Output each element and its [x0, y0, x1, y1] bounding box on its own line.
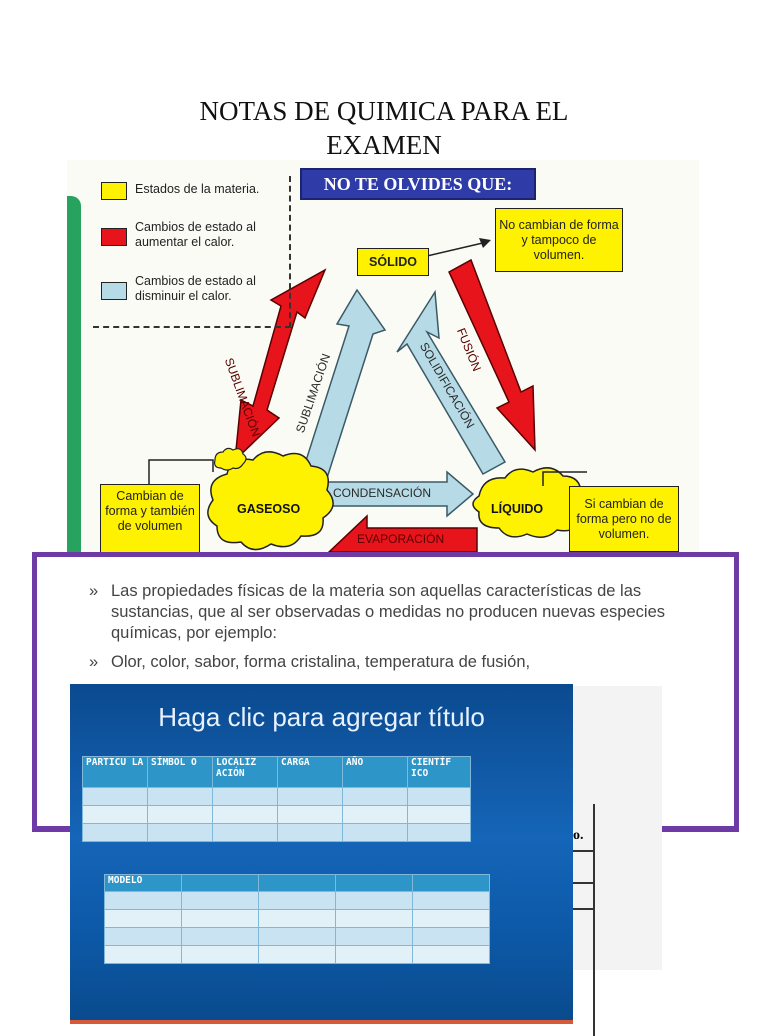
page-title: NOTAS DE QUIMICA PARA EL EXAMEN [0, 94, 768, 162]
slide-bottom-bar [70, 1020, 573, 1024]
states-of-matter-diagram: Estados de la materia. Cambios de estado… [67, 160, 699, 552]
table-row [82, 805, 471, 824]
table-row [104, 927, 490, 946]
legend-item-heat-up: Cambios de estado al aumentar el calor. [101, 220, 271, 250]
model-table: MODELO [104, 874, 490, 964]
fragment-line [573, 882, 593, 884]
header-cell: LOCALIZ ACIÓN [212, 756, 278, 788]
diagram-legend: Estados de la materia. Cambios de estado… [93, 176, 291, 328]
legend-swatch-red [101, 228, 127, 246]
state-solido: SÓLIDO [357, 248, 429, 276]
table-row [104, 909, 490, 928]
table-row [104, 945, 490, 964]
bullet-text-1: Las propiedades físicas de la materia so… [111, 582, 666, 642]
fragment-line [573, 850, 593, 852]
legend-text-states: Estados de la materia. [135, 182, 260, 196]
connector-liquid-note [542, 471, 587, 486]
legend-text-cool-down: Cambios de estado al disminuir el calor. [135, 274, 256, 303]
legend-item-cool-down: Cambios de estado al disminuir el calor. [101, 274, 271, 304]
table-header-row: PARTICU LA SÍMBOL O LOCALIZ ACIÓN CARGA … [82, 756, 471, 788]
bullet-mark: » [89, 582, 99, 600]
header-cell: PARTICU LA [82, 756, 148, 788]
header-cell: CARGA [277, 756, 343, 788]
diagram-arrows [148, 238, 589, 552]
page-title-line-1: NOTAS DE QUIMICA PARA EL [199, 96, 569, 126]
state-gaseoso: GASEOSO [237, 502, 301, 516]
header-cell [412, 874, 490, 892]
note-solid: No cambian de forma y tampoco de volumen… [495, 208, 623, 272]
note-liquid: Si cambian de forma pero no de volumen. [569, 486, 679, 552]
bullet-item-2: » Olor, color, sabor, forma cristalina, … [89, 652, 699, 673]
state-liquido: LÍQUIDO [491, 502, 544, 516]
reminder-banner: NO TE OLVIDES QUE: [300, 168, 536, 200]
bullet-text-2: Olor, color, sabor, forma cristalina, te… [111, 653, 531, 671]
bullet-mark: » [89, 653, 99, 671]
slide-title-placeholder[interactable]: Haga clic para agregar título [158, 702, 485, 732]
arrow-condensacion [324, 470, 475, 518]
table-row [104, 891, 490, 910]
particle-table: PARTICU LA SÍMBOL O LOCALIZ ACIÓN CARGA … [82, 756, 471, 842]
legend-text-heat-up: Cambios de estado al aumentar el calor. [135, 220, 256, 249]
fragment-border [573, 804, 595, 1036]
small-cloud [214, 447, 247, 471]
particle-table-slide: Haga clic para agregar título PARTICU LA… [70, 684, 573, 1024]
header-cell: MODELO [104, 874, 182, 892]
legend-swatch-blue [101, 282, 127, 300]
arrow-evaporacion [327, 514, 478, 552]
header-cell: AÑO [342, 756, 408, 788]
table-header-row: MODELO [104, 874, 490, 892]
fragment-text: o. [573, 828, 584, 843]
connector-gas-note [148, 459, 214, 484]
header-cell [181, 874, 259, 892]
fragment-line [573, 908, 593, 910]
legend-swatch-yellow [101, 182, 127, 200]
arrow-solidificacion [396, 289, 507, 476]
green-side-bar [67, 196, 81, 552]
table-row [82, 823, 471, 842]
cloud-gaseoso [207, 451, 334, 551]
legend-item-states: Estados de la materia. [101, 182, 259, 200]
header-cell: SÍMBOL O [147, 756, 213, 788]
header-cell: CIENTÍF ICO [407, 756, 471, 788]
connector-solid-note [426, 241, 488, 257]
label-evaporacion: EVAPORACIÓN [357, 532, 445, 546]
note-gas: Cambian de forma y también de volumen [100, 484, 200, 552]
table-row [82, 787, 471, 806]
bullet-list: » Las propiedades físicas de la materia … [89, 581, 699, 673]
header-cell [335, 874, 413, 892]
background-slide-fragment: o. [573, 686, 662, 1036]
page-title-line-2: EXAMEN [326, 130, 442, 160]
bullet-item-1: » Las propiedades físicas de la materia … [89, 581, 699, 644]
connector-solid-arrowhead [479, 238, 491, 248]
label-condensacion: CONDENSACIÓN [333, 486, 432, 500]
arrow-fusion [448, 258, 536, 453]
header-cell [258, 874, 336, 892]
